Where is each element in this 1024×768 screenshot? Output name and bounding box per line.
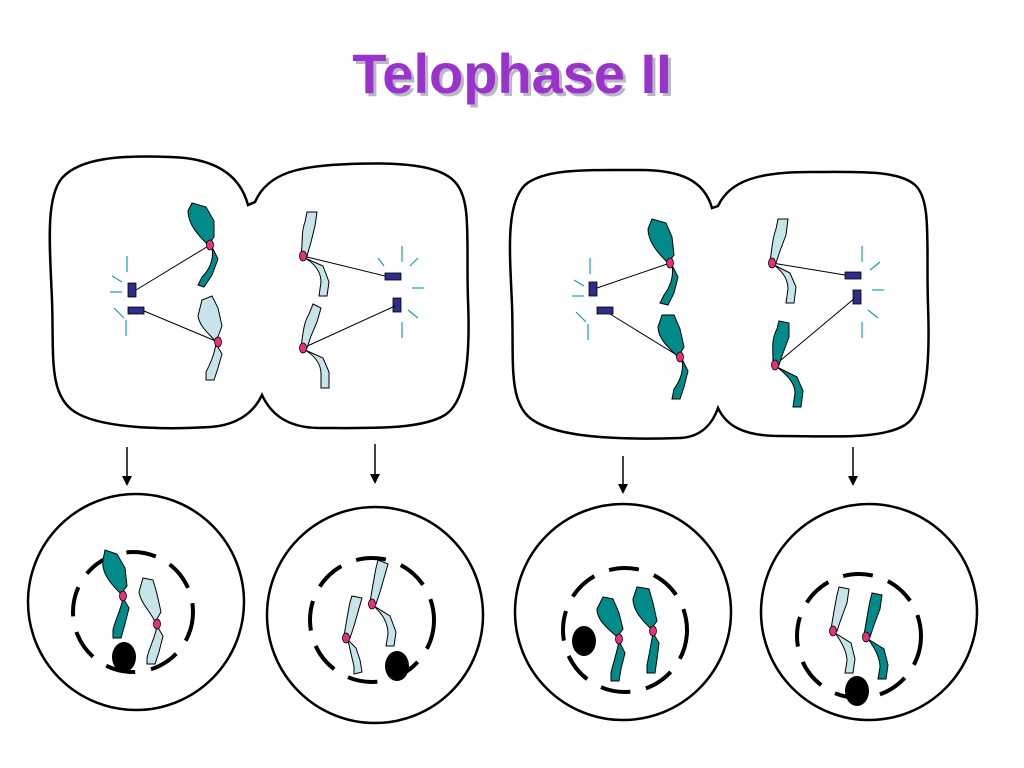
cell-membrane (26, 492, 246, 712)
aster-left-top (110, 256, 128, 336)
daughter-cell-4 (759, 502, 979, 722)
nuclear-envelope (71, 550, 195, 674)
chromatid-light (768, 218, 797, 304)
dividing-cell-right (508, 168, 930, 440)
nucleolus (845, 676, 869, 706)
centrosome-icon (392, 297, 402, 313)
chromatid-dark (771, 320, 804, 408)
daughter-cell-1 (26, 492, 246, 712)
daughter-cell-3 (513, 502, 733, 722)
centrosome-icon (127, 306, 145, 315)
chromatid-light (299, 211, 330, 297)
centrosome-icon (596, 306, 614, 315)
chromatid-dark (647, 218, 679, 306)
chromatid-light (197, 295, 223, 381)
chromatid-light (299, 303, 330, 389)
nucleolus (572, 626, 596, 656)
chromatid-dark (632, 586, 660, 674)
nucleolus (385, 651, 409, 681)
chromatid-light (138, 577, 164, 665)
cell-membrane (265, 505, 485, 725)
arrow-down-icon (370, 444, 380, 484)
cell-membrane (48, 155, 470, 430)
chromatid-dark (862, 592, 889, 680)
arrow-down-icon (122, 447, 132, 486)
dividing-cell-left (48, 155, 470, 430)
chromatid-dark (657, 314, 689, 400)
chromatid-light (342, 595, 363, 675)
page-title: Telophase II (352, 42, 672, 105)
nuclear-envelope (308, 556, 436, 684)
centrosome-icon (127, 282, 137, 298)
cell-membrane (508, 168, 930, 440)
aster-left (572, 258, 591, 340)
cell-membrane (513, 502, 733, 722)
aster-right (861, 246, 884, 338)
chromatid-light (368, 559, 397, 647)
nuclear-envelope (561, 566, 689, 694)
arrow-down-icon (618, 456, 628, 494)
centrosome-icon (384, 272, 402, 281)
daughter-cell-2 (265, 505, 485, 725)
chromatid-dark (596, 596, 626, 682)
chromatid-light (829, 586, 856, 674)
aster-right (377, 246, 424, 338)
chromatid-dark (187, 202, 219, 288)
nucleolus (112, 642, 136, 672)
arrow-down-icon (848, 447, 858, 486)
centrosome-icon (844, 271, 862, 280)
centrosome-icon (588, 281, 598, 297)
centrosome-icon (852, 289, 862, 305)
chromatid-dark (102, 549, 130, 639)
